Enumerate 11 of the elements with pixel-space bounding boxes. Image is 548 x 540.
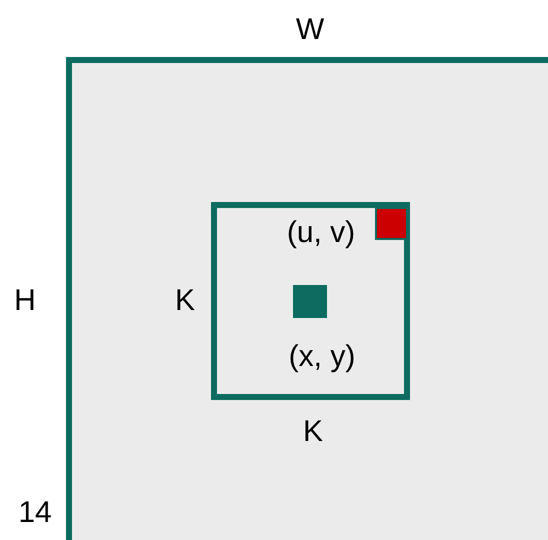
center-pixel bbox=[293, 285, 327, 318]
window-square bbox=[211, 202, 410, 400]
dimension-label: K bbox=[303, 417, 323, 447]
dimension-label: H bbox=[14, 286, 36, 316]
dimension-label: 14 bbox=[18, 498, 52, 528]
corner-pixel bbox=[375, 207, 408, 240]
image-frame bbox=[66, 57, 548, 540]
dimension-label: (x, y) bbox=[288, 342, 356, 372]
dimension-label: (u, v) bbox=[286, 218, 356, 248]
dimension-label: K bbox=[175, 286, 195, 316]
dimension-label: W bbox=[296, 15, 324, 45]
